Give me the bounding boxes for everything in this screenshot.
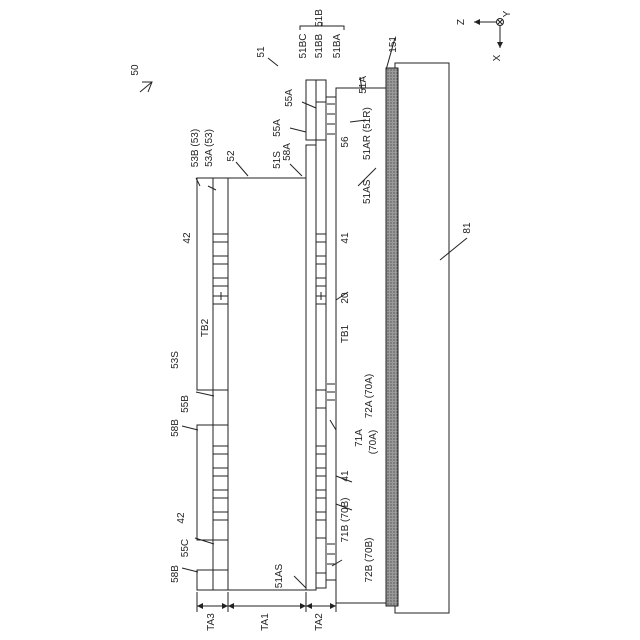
label-52: 52 — [226, 150, 237, 162]
adhesive-layer-151 — [386, 68, 398, 606]
label-51BB: 51BB — [314, 33, 325, 58]
label-58B-bottom: 58B — [170, 565, 181, 583]
label-55A-mid: 55A — [272, 119, 283, 137]
label-41-top: 41 — [340, 232, 351, 244]
label-53A: 53A (53) — [204, 129, 215, 167]
layer-53A — [213, 178, 228, 590]
label-53B: 53B (53) — [190, 129, 201, 167]
label-71A-sub: (70A) — [368, 430, 379, 454]
label-51BC: 51BC — [298, 33, 309, 58]
label-58B-top: 58B — [170, 419, 181, 437]
leader-lines — [140, 38, 467, 588]
label-58A: 58A — [282, 143, 293, 161]
layer-53B — [197, 178, 213, 590]
dimension-lines — [197, 592, 336, 612]
label-72B: 72B (70B) — [364, 537, 375, 582]
label-20: 20 — [340, 292, 351, 304]
heat-sink-81 — [395, 63, 449, 613]
label-51BA: 51BA — [332, 33, 343, 58]
label-TB1: TB1 — [340, 324, 351, 343]
label-151: 151 — [388, 36, 399, 53]
label-72A: 72A (70A) — [364, 374, 375, 418]
label-55B: 55B — [180, 395, 191, 413]
axis-label-x: X — [492, 54, 503, 61]
layer-51BA — [326, 97, 336, 580]
label-55A-top: 55A — [284, 89, 295, 107]
label-50: 50 — [130, 64, 141, 76]
label-81: 81 — [462, 222, 473, 234]
label-51S: 51S — [272, 151, 283, 169]
layer-51BC — [306, 80, 316, 590]
label-42-bottom: 42 — [176, 512, 187, 524]
label-42-top: 42 — [182, 232, 193, 244]
label-55C: 55C — [180, 539, 191, 557]
label-51: 51 — [256, 46, 267, 58]
bracket-51B — [300, 22, 344, 30]
label-51A: 51A — [358, 76, 369, 94]
label-71B: 71B (70B) — [340, 497, 351, 542]
axis-label-z: Z — [456, 19, 467, 25]
label-53S: 53S — [170, 351, 181, 369]
coordinate-axes — [474, 19, 504, 49]
label-51B: 51B — [314, 9, 325, 27]
layer-52 — [228, 178, 306, 590]
label-56: 56 — [340, 136, 351, 148]
label-TA3: TA3 — [206, 613, 217, 631]
label-TB2: TB2 — [200, 318, 211, 337]
label-51AR: 51AR (51R) — [362, 107, 373, 160]
label-TA2: TA2 — [314, 613, 325, 631]
label-71A: 71A — [354, 429, 365, 447]
axis-label-y: Y — [502, 10, 513, 17]
label-51AS-bottom: 51AS — [274, 563, 285, 588]
label-41-bottom: 41 — [340, 470, 351, 482]
label-TA1: TA1 — [260, 613, 271, 631]
label-51AS-top: 51AS — [362, 179, 373, 204]
